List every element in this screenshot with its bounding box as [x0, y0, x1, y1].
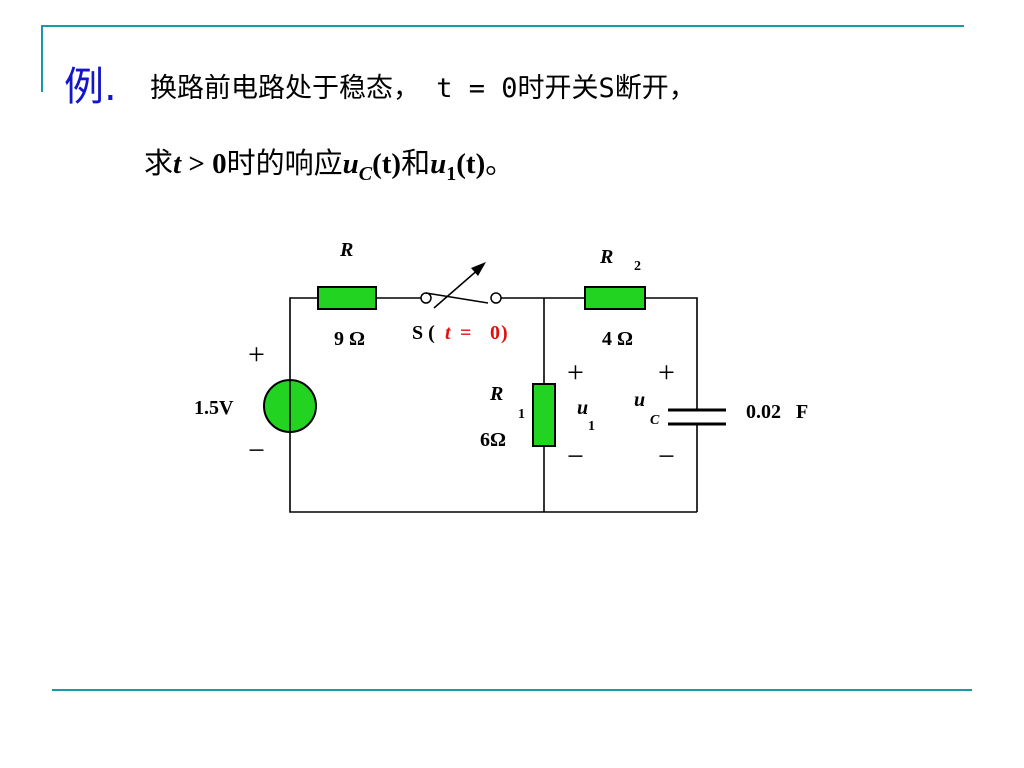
- problem-line-1: 换路前电路处于稳态， t = 0时开关S断开，: [150, 73, 696, 104]
- line2-mid: 时的响应: [226, 148, 343, 180]
- resistor-r2-value: 4 Ω: [602, 328, 633, 350]
- line2-u1-sub: 1: [446, 162, 457, 185]
- u1-name: u: [577, 397, 588, 419]
- resistor-r1-value: 6Ω: [480, 429, 506, 451]
- line2-zero: 0: [212, 148, 227, 180]
- line2-u1: u: [430, 148, 447, 180]
- wire-r2-to-cap: [645, 297, 698, 410]
- switch-label-close: ): [501, 322, 508, 344]
- source-value: 1.5V: [194, 397, 234, 419]
- switch-arrow-head: [471, 262, 486, 276]
- u1-sub: 1: [588, 419, 595, 434]
- problem-line-2: 求t > 0时的响应uC(t)和u1(t)。: [144, 140, 514, 186]
- uc-minus: −: [658, 440, 675, 473]
- resistor-r2: [584, 286, 646, 310]
- circuit-wires: [289, 297, 698, 513]
- wire-bottom: [289, 432, 697, 513]
- uc-sub: C: [650, 413, 660, 428]
- switch-label-t: t: [445, 322, 452, 344]
- switch-label-zero: 0: [490, 322, 500, 344]
- line2-paren-t2: (t): [456, 148, 486, 180]
- switch-label-prefix: S (: [412, 322, 435, 344]
- u1-plus: +: [567, 356, 584, 389]
- line2-gt: >: [181, 148, 213, 180]
- uc-name: u: [634, 389, 645, 411]
- u1-minus: −: [567, 440, 584, 473]
- top-frame-line: [41, 25, 964, 92]
- switch-left-terminal: [420, 292, 432, 304]
- line2-uc-sub: C: [358, 162, 373, 185]
- resistor-r2-sub: 2: [634, 259, 641, 274]
- switch-label-eq: =: [460, 322, 471, 344]
- switch-right-terminal: [490, 292, 502, 304]
- resistor-r-name: R: [339, 239, 353, 261]
- line2-and: 和: [401, 148, 431, 180]
- resistor-r-value: 9 Ω: [334, 328, 365, 350]
- uc-plus: +: [658, 356, 675, 389]
- resistor-r1-name: R: [489, 383, 503, 405]
- example-prefix: 例.: [64, 64, 117, 110]
- source-minus: −: [248, 434, 265, 467]
- source-plus: +: [248, 338, 265, 371]
- line2-paren-t: (t): [372, 148, 402, 180]
- line2-uc: u: [342, 148, 359, 180]
- switch-arrow-shaft: [433, 267, 481, 309]
- resistor-r1-sub: 1: [518, 407, 525, 422]
- capacitor-value: 0.02 F: [746, 401, 808, 423]
- resistor-r: [317, 286, 377, 310]
- resistor-r2-name: R: [599, 246, 613, 268]
- switch-blade: [425, 292, 489, 304]
- line2-t: t: [173, 148, 182, 180]
- resistor-r1: [532, 383, 556, 447]
- line2-lead: 求: [144, 148, 174, 180]
- line2-end: 。: [485, 148, 515, 180]
- wire-left-top: [289, 297, 318, 380]
